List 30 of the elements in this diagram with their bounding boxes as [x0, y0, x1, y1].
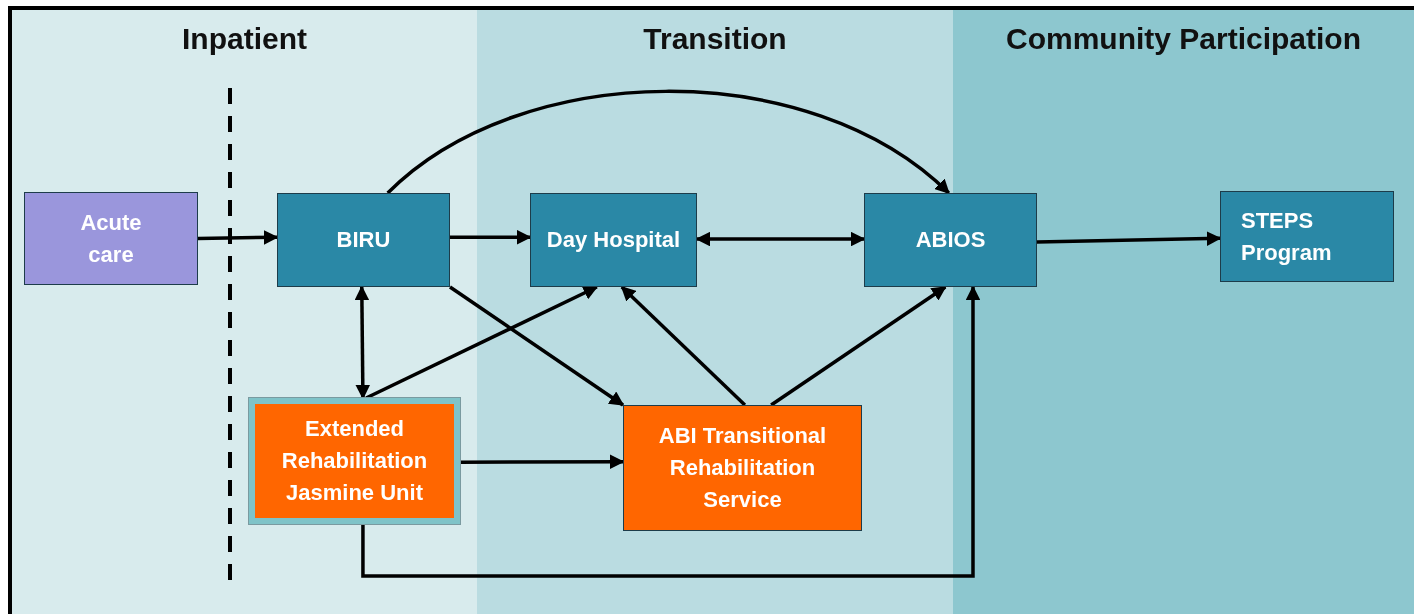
box-label: Acute care: [79, 208, 143, 269]
arrow: [197, 230, 279, 245]
arrow: [386, 89, 950, 195]
arrow: [695, 231, 866, 247]
process-box: [530, 193, 697, 287]
arrow: [361, 285, 981, 578]
arrow: [365, 285, 599, 400]
column-heading: Inpatient: [181, 22, 308, 56]
arrow: [1036, 231, 1222, 246]
arrow: [354, 285, 371, 400]
arrow: [620, 285, 747, 407]
arrow: [770, 285, 947, 407]
process-box: [24, 192, 198, 285]
arrow: [450, 229, 532, 245]
arrow: [460, 454, 625, 470]
box-label: Extended Rehabilitation Jasmine Unit: [280, 415, 429, 507]
column-heading: Community Participation: [1004, 22, 1362, 56]
process-box: [277, 193, 450, 287]
process-box: [864, 193, 1037, 287]
box-label: ABIOS: [914, 226, 987, 255]
process-box: [249, 398, 460, 524]
box-label: STEPS Program: [1240, 206, 1333, 267]
column-heading: Transition: [642, 22, 788, 56]
box-label: BIRU: [335, 226, 392, 255]
box-label: ABI Transitional Rehabilitation Service: [657, 422, 828, 514]
arrow: [449, 285, 625, 407]
process-box: [1220, 191, 1394, 282]
process-box: [623, 405, 862, 531]
column-band: [12, 10, 477, 614]
box-label: Day Hospital: [545, 226, 682, 255]
